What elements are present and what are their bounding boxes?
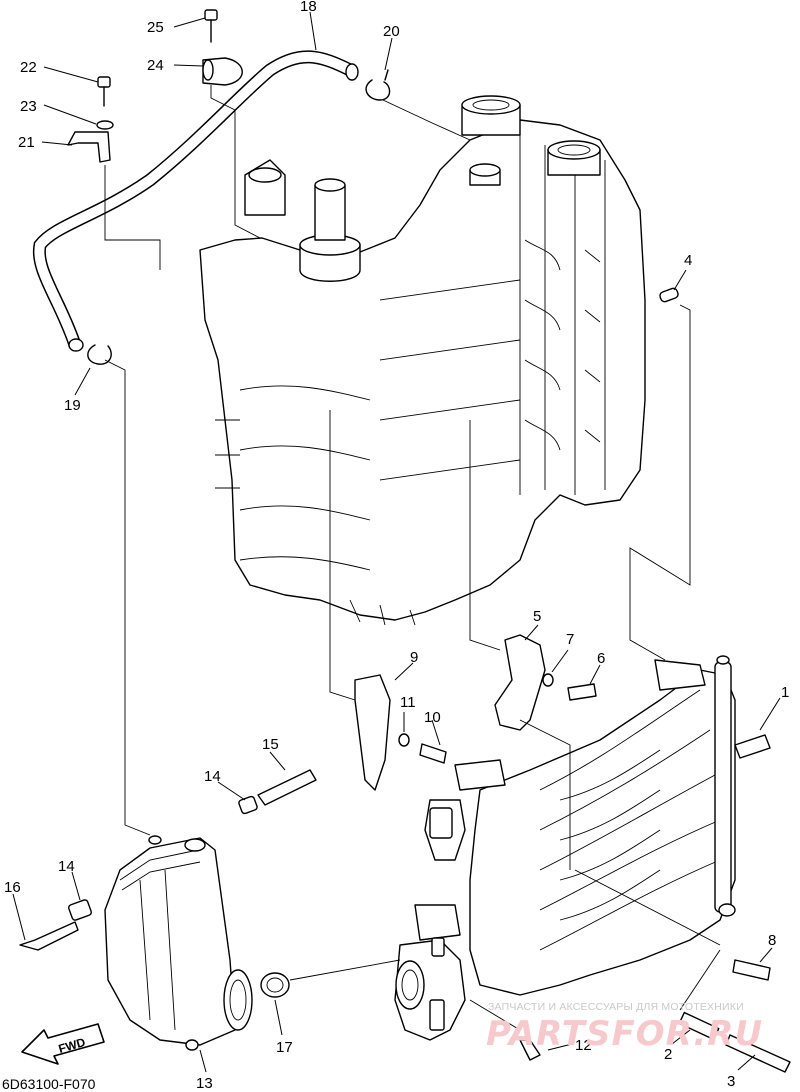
callout-6: 6 <box>597 650 605 667</box>
callout-3: 3 <box>727 1073 735 1090</box>
callout-21: 21 <box>18 134 35 151</box>
callout-5: 5 <box>533 608 541 625</box>
intake-manifold-drawing <box>414 655 736 996</box>
callout-18: 18 <box>300 0 317 15</box>
callout-20: 20 <box>383 23 400 40</box>
callout-13: 13 <box>196 1075 213 1092</box>
callout-25: 25 <box>147 19 164 36</box>
callout-9: 9 <box>410 649 418 666</box>
engine-block-drawing <box>199 95 646 626</box>
callout-10: 10 <box>424 709 441 726</box>
callout-1: 1 <box>781 684 789 701</box>
intake-silencer-drawing <box>104 835 253 1051</box>
diagram-code-label: 6D63100-F070 <box>2 1076 96 1092</box>
callout-2: 2 <box>664 1046 672 1063</box>
callout-15: 15 <box>262 736 279 753</box>
callout-11: 11 <box>400 694 416 711</box>
assembly-guide-lines <box>104 85 721 1031</box>
callout-labels: 1 2 3 4 5 6 7 8 9 10 11 12 13 14 14 15 1… <box>4 0 789 1092</box>
throttle-body-drawing <box>394 937 466 1041</box>
callout-22: 22 <box>20 59 37 76</box>
watermark-caption: ЗАПЧАСТИ И АКСЕССУАРЫ ДЛЯ МОТОТЕХНИКИ <box>488 1001 744 1013</box>
callout-8: 8 <box>768 932 776 949</box>
callout-14-lower: 14 <box>58 858 75 875</box>
callout-7: 7 <box>566 631 574 648</box>
callout-19: 19 <box>64 397 81 414</box>
callout-17: 17 <box>276 1039 293 1056</box>
watermark-brand: PARTSFOR.RU <box>486 1014 763 1054</box>
callout-12: 12 <box>575 1037 592 1054</box>
small-parts-drawing <box>19 9 791 1073</box>
breather-hose-drawing <box>32 50 359 352</box>
callout-24: 24 <box>147 57 164 74</box>
callout-23: 23 <box>20 98 37 115</box>
partsfor-watermark: ЗАПЧАСТИ И АКСЕССУАРЫ ДЛЯ МОТОТЕХНИКИ PA… <box>486 1001 763 1054</box>
callout-16: 16 <box>4 879 21 896</box>
callout-leader-lines <box>12 11 781 1073</box>
fwd-arrow-icon: FWD <box>21 1023 105 1065</box>
callout-14-upper: 14 <box>204 768 221 785</box>
callout-4: 4 <box>684 252 692 269</box>
